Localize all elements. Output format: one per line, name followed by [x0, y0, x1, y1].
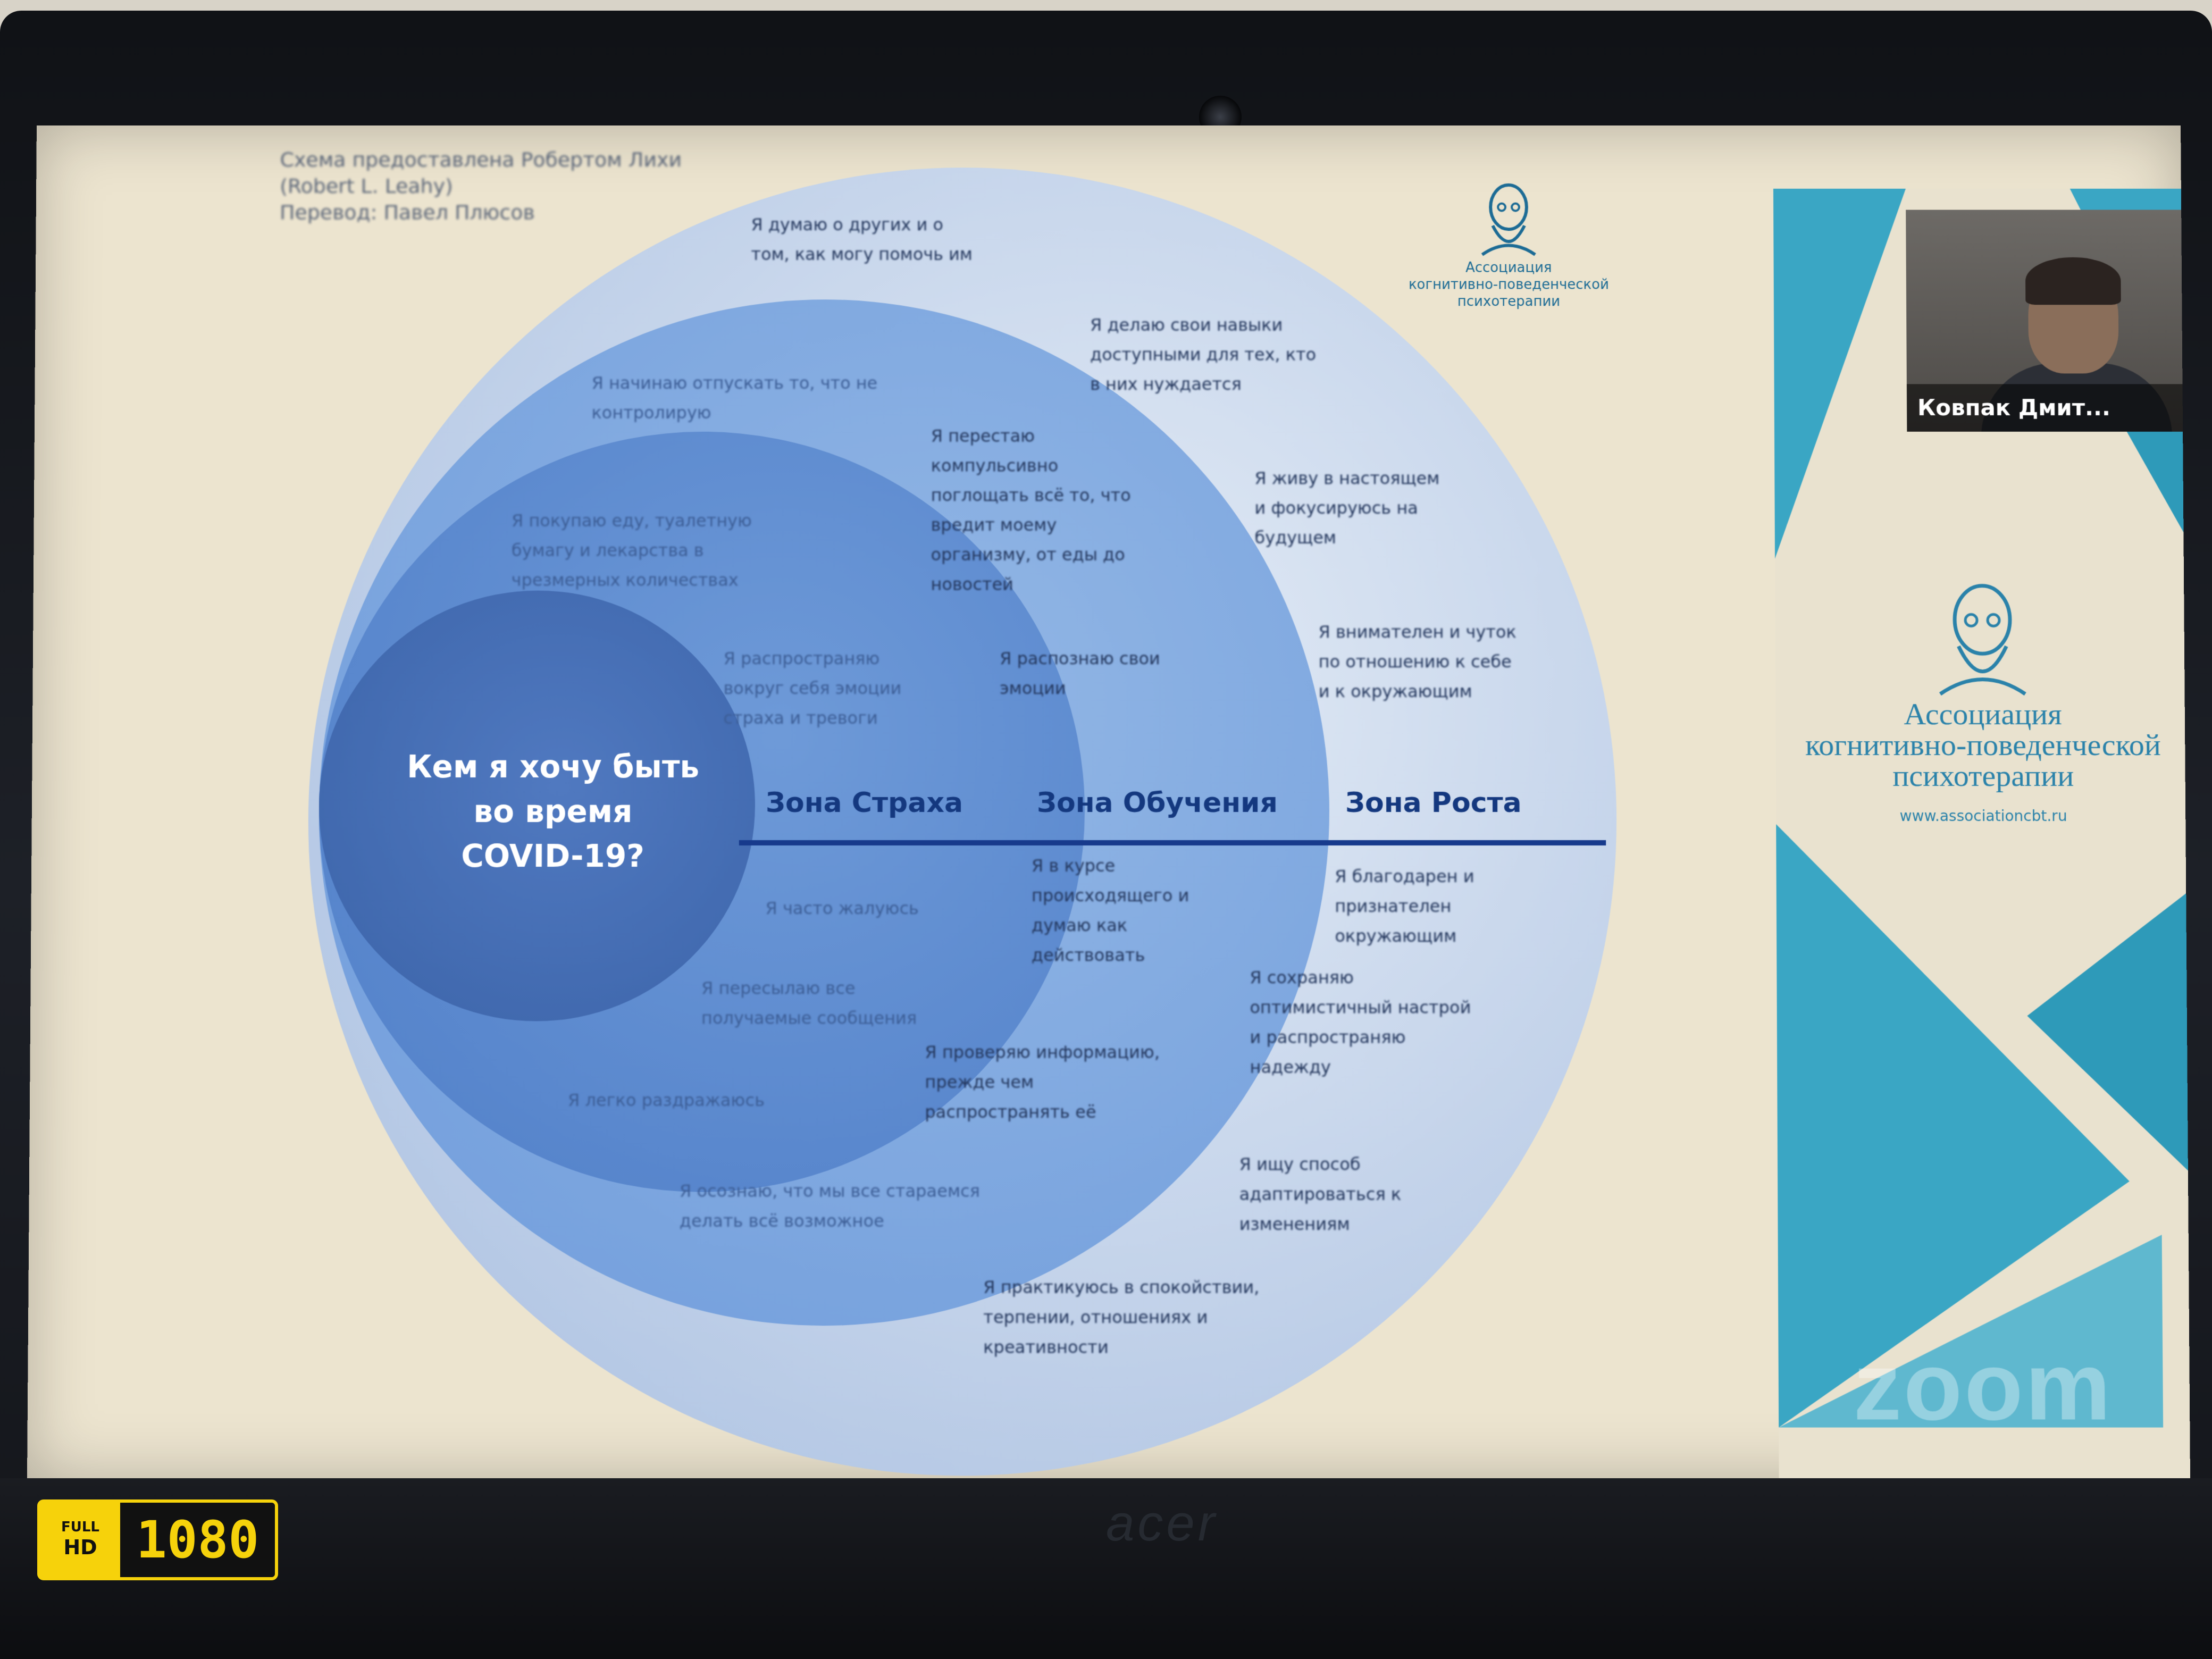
statement-growth: Я сохраняю оптимистичный настрой и распр… [1250, 967, 1471, 1077]
portrait-logo-icon [1932, 575, 2033, 697]
statement-fear: Я покупаю еду, туалетную бумагу и лекарс… [511, 510, 752, 590]
association-website: www.associationcbt.ru [1899, 807, 2067, 825]
zone-label-learning: Зона Обучения [1036, 787, 1278, 819]
zone-label-growth: Зона Роста [1345, 787, 1522, 819]
zone-label-fear: Зона Страха [765, 787, 963, 819]
laptop-bottom-bezel: acer [0, 1478, 2212, 1659]
zoom-watermark: zoom [1853, 1333, 2113, 1440]
decorative-triangles [1773, 188, 2188, 1428]
statement-learning: Я перестаю компульсивно поглощать всё то… [931, 425, 1131, 594]
full-hd-label: FULL HD [40, 1503, 120, 1577]
laptop-brand-logo: acer [1106, 1495, 1218, 1552]
side-panel [1773, 188, 2191, 1481]
statement-growth: Я делаю свои навыки доступными для тех, … [1090, 315, 1317, 395]
statement-learning: Я осознаю, что мы все стараемся делать в… [679, 1180, 981, 1231]
resolution-value: 1080 [136, 1510, 259, 1570]
statement-fear: Я пересылаю все получаемые сообщения [701, 978, 917, 1028]
statement-fear: Я легко раздражаюсь [567, 1090, 765, 1111]
statement-growth: Я ищу способ адаптироваться к изменениям [1239, 1154, 1402, 1235]
camera-resolution-badge: FULL HD 1080 [37, 1499, 279, 1580]
association-name-small: Ассоциация когнитивно-поведенческой псих… [1408, 259, 1609, 310]
statement-fear: Я часто жалуюсь [765, 898, 919, 919]
zones-diagram: Кем я хочу быть во время COVID-19? Зона … [305, 167, 1640, 1481]
statement-growth: Я внимателен и чуток по отношению к себе… [1318, 622, 1516, 702]
statement-growth: Я думаю о других и о том, как могу помоч… [751, 214, 973, 264]
association-name: Ассоциация когнитивно-поведенческой псих… [1805, 697, 2161, 793]
statement-growth: Я благодарен и признателен окружающим [1335, 866, 1474, 946]
statement-learning: Я в курсе происходящего и думаю как дейс… [1031, 856, 1189, 966]
statement-learning: Я проверяю информацию, прежде чем распро… [925, 1042, 1160, 1122]
zone-divider-line [739, 840, 1606, 846]
core-question: Кем я хочу быть во время COVID-19? [407, 749, 700, 875]
statement-learning: Я начинаю отпускать то, что не контролир… [591, 373, 878, 423]
association-logo: Ассоциация когнитивно-поведенческой псих… [1770, 575, 2190, 825]
association-logo-small: Ассоциация когнитивно-поведенческой псих… [1371, 178, 1647, 310]
statement-learning: Я распознаю свои эмоции [1000, 648, 1160, 699]
statement-growth: Я практикуюсь в спокойствии, терпении, о… [983, 1277, 1260, 1358]
participant-name-label: Ковпак Дмит... [1906, 384, 2183, 432]
statement-fear: Я распространяю вокруг себя эмоции страх… [723, 648, 902, 728]
portrait-logo-icon [1477, 178, 1540, 257]
zoom-video-tile[interactable]: Ковпак Дмит... [1906, 210, 2183, 432]
laptop-screen: Схема предоставлена Робертом Лихи (Rober… [27, 125, 2191, 1481]
participant-hair [2025, 257, 2121, 305]
statement-growth: Я живу в настоящем и фокусируюсь на буду… [1254, 468, 1440, 548]
